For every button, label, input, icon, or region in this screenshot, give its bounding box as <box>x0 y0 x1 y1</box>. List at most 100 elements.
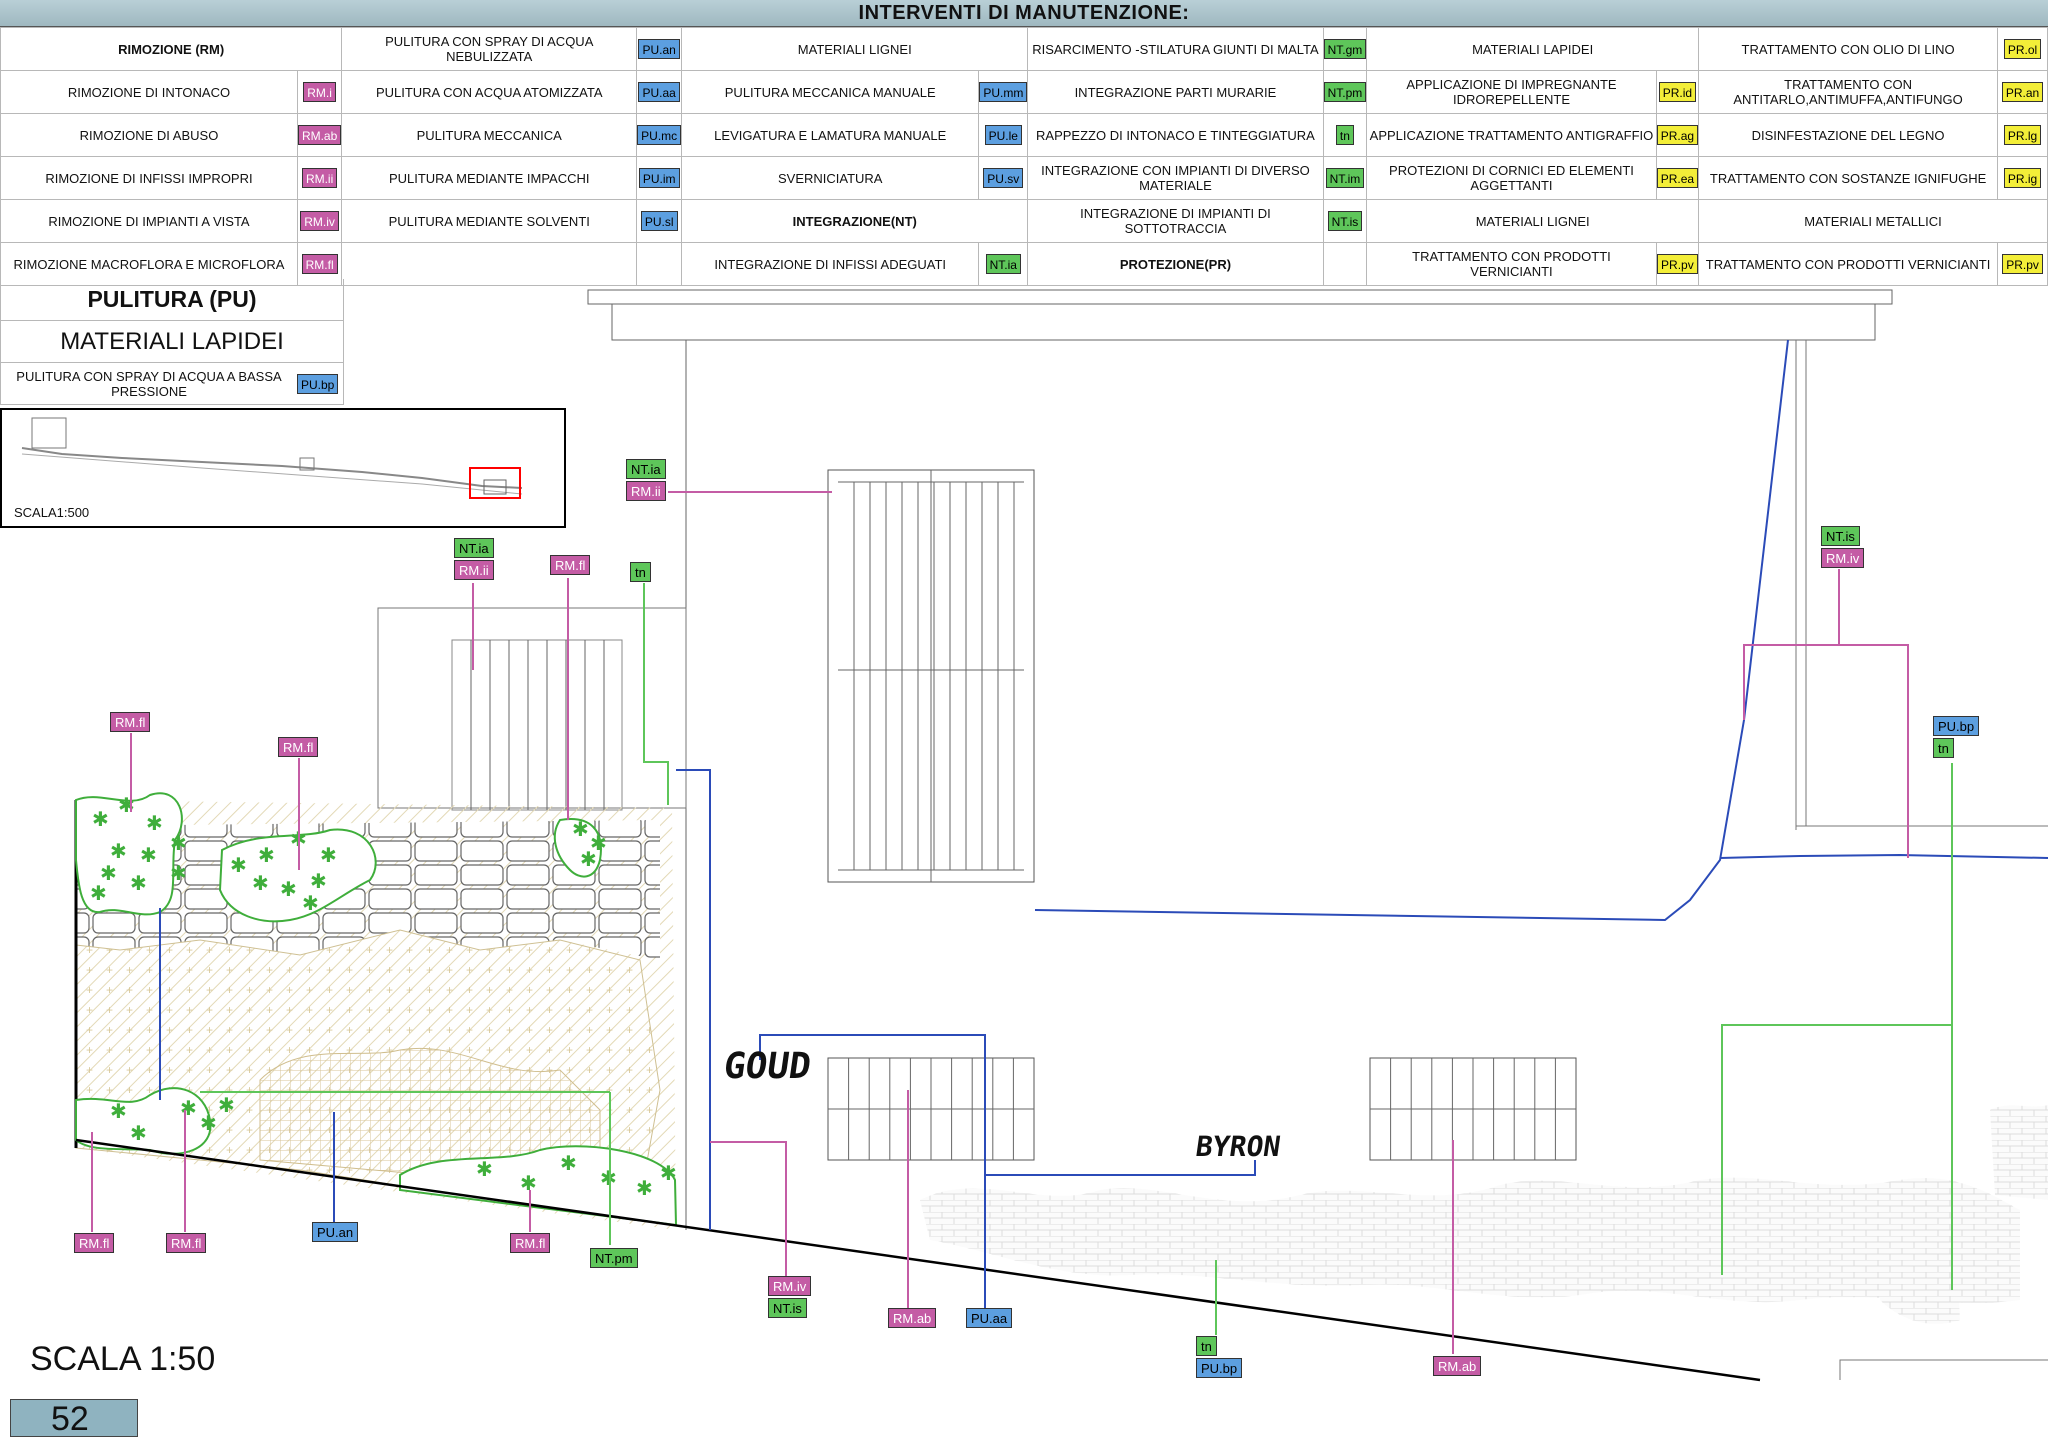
vegetation-star-icon: ✱ <box>636 1176 653 1200</box>
vegetation-star-icon: ✱ <box>146 811 163 835</box>
protezione-header: PROTEZIONE(PR) <box>1027 242 1324 286</box>
scale-label: SCALA 1:50 <box>30 1340 216 1378</box>
leader-line <box>643 583 669 805</box>
code-tag: PR.pv <box>2002 254 2043 274</box>
vegetation-star-icon: ✱ <box>100 861 117 885</box>
code-tag: PR.ig <box>2003 168 2042 188</box>
kp-building <box>31 417 67 449</box>
code-label: RM.ab <box>1433 1356 1482 1376</box>
leader-line <box>1839 644 1909 858</box>
kp-profile <box>21 447 523 489</box>
code-tag: PU.mc <box>637 125 681 145</box>
legend-label: TRATTAMENTO CON PRODOTTI VERNICIANTI <box>1366 242 1657 286</box>
materiali-lapidei-sub-header: MATERIALI LAPIDEI <box>0 321 344 363</box>
kp-ground <box>21 453 523 495</box>
window-small-left-panes <box>828 1058 1034 1160</box>
vegetation-star-icon: ✱ <box>218 1093 235 1117</box>
vegetation-star-icon: ✱ <box>600 1166 617 1190</box>
code-tag: PR.id <box>1658 82 1697 102</box>
code-label: PU.an <box>312 1222 359 1242</box>
materiali-lignei-sub-header: MATERIALI LIGNEI <box>1366 199 1700 243</box>
legend-label: PULITURA CON ACQUA ATOMIZZATA <box>341 70 638 114</box>
vegetation-star-icon: ✱ <box>590 831 607 855</box>
vegetation-star-icon: ✱ <box>580 847 597 871</box>
code-tag: tn <box>1335 125 1354 145</box>
vegetation-patch <box>75 792 183 916</box>
code-label: RM.fl <box>166 1233 207 1253</box>
code-label: NT.ia <box>454 538 494 558</box>
code-tag: PU.an <box>638 39 680 59</box>
graffiti-byron: BYRON <box>1193 1130 1283 1163</box>
legend-label: INTEGRAZIONE CON IMPIANTI DI DIVERSO MAT… <box>1027 156 1324 200</box>
code-label: NT.pm <box>590 1248 638 1268</box>
code-label: RM.iv <box>1821 548 1865 568</box>
key-plan-drawing <box>21 417 523 499</box>
vegetation-star-icon: ✱ <box>320 843 337 867</box>
legend-label: PULITURA CON SPRAY DI ACQUA NEBULIZZATA <box>341 27 638 71</box>
code-tag: PU.le <box>984 125 1022 145</box>
code-tag: NT.is <box>1327 211 1363 231</box>
code-label: RM.ii <box>454 560 494 580</box>
kp-highlight <box>469 467 521 499</box>
code-label: RM.fl <box>74 1233 115 1253</box>
legend-label: INTEGRAZIONE DI INFISSI ADEGUATI <box>681 242 980 286</box>
legend-row-6: RIMOZIONE MACROFLORA E MICROFLORA RM.fl … <box>0 242 2048 286</box>
window-small-right-panes <box>1370 1058 1576 1160</box>
code-tag: RM.iv <box>300 211 339 231</box>
annex-wall <box>377 607 687 809</box>
code-label: tn <box>630 562 651 582</box>
leader-line <box>1721 1024 1952 1275</box>
vegetation-star-icon: ✱ <box>252 871 269 895</box>
code-label: RM.fl <box>278 737 319 757</box>
legend-label: APPLICAZIONE DI IMPREGNANTE IDROREPELLEN… <box>1366 70 1657 114</box>
annex-door <box>451 639 623 811</box>
code-tag: PU.sl <box>640 211 678 231</box>
code-tag: RM.ii <box>301 168 338 188</box>
legend-label: RIMOZIONE DI ABUSO <box>0 113 298 157</box>
vegetation-star-icon: ✱ <box>230 853 247 877</box>
legend-label: PULITURA CON SPRAY DI ACQUA A BASSA PRES… <box>16 368 282 399</box>
legend-row-2: RIMOZIONE DI INTONACO RM.i PULITURA CON … <box>0 70 2048 114</box>
legend-label: RIMOZIONE MACROFLORA E MICROFLORA <box>0 242 298 286</box>
legend-label: APPLICAZIONE TRATTAMENTO ANTIGRAFFIO <box>1366 113 1657 157</box>
key-plan-caption: SCALA1:500 <box>14 505 90 520</box>
code-label: RM.fl <box>110 712 151 732</box>
code-label: PU.bp <box>1196 1358 1243 1378</box>
code-label: RM.ab <box>888 1308 937 1328</box>
pipe-line <box>676 769 711 1230</box>
leader-line <box>710 1141 787 1278</box>
grid-patch <box>259 1047 601 1191</box>
materiali-lignei-header: MATERIALI LIGNEI <box>681 27 1029 71</box>
code-label: RM.fl <box>510 1233 551 1253</box>
code-tag: PR.ag <box>1657 125 1698 145</box>
brick-exposure <box>920 1177 2020 1303</box>
vegetation-patch <box>553 818 602 878</box>
code-tag: PU.im <box>638 168 680 188</box>
code-tag: NT.im <box>1325 168 1365 188</box>
leader-line <box>1743 569 1840 720</box>
rimozione-header: RIMOZIONE (RM) <box>0 27 343 71</box>
vegetation-star-icon: ✱ <box>572 817 589 841</box>
code-label: NT.is <box>1821 526 1860 546</box>
code-tag: PR.an <box>2001 82 2044 102</box>
brick-exposure <box>1880 1199 1960 1324</box>
code-tag: PU.sv <box>983 168 1024 188</box>
vegetation-star-icon: ✱ <box>170 831 187 855</box>
code-label: NT.ia <box>626 459 666 479</box>
vegetation-star-icon: ✱ <box>560 1151 577 1175</box>
legend-label: PULITURA MECCANICA <box>341 113 638 157</box>
vegetation-star-icon: ✱ <box>130 1121 147 1145</box>
vegetation-patch <box>75 1087 212 1155</box>
code-label: RM.ii <box>626 481 666 501</box>
window-main-panes <box>838 470 1024 882</box>
kp-target <box>483 479 507 495</box>
vegetation-star-icon: ✱ <box>310 869 327 893</box>
pipe-line <box>759 1034 1256 1176</box>
code-tag: PR.ea <box>1657 168 1698 188</box>
legend-label: LEVIGATURA E LAMATURA MANUALE <box>681 113 980 157</box>
cornice <box>587 289 1893 305</box>
vegetation-star-icon: ✱ <box>520 1171 537 1195</box>
pulitura-item: PULITURA CON SPRAY DI ACQUA A BASSA PRES… <box>0 363 344 405</box>
code-label: PU.bp <box>1933 716 1980 736</box>
